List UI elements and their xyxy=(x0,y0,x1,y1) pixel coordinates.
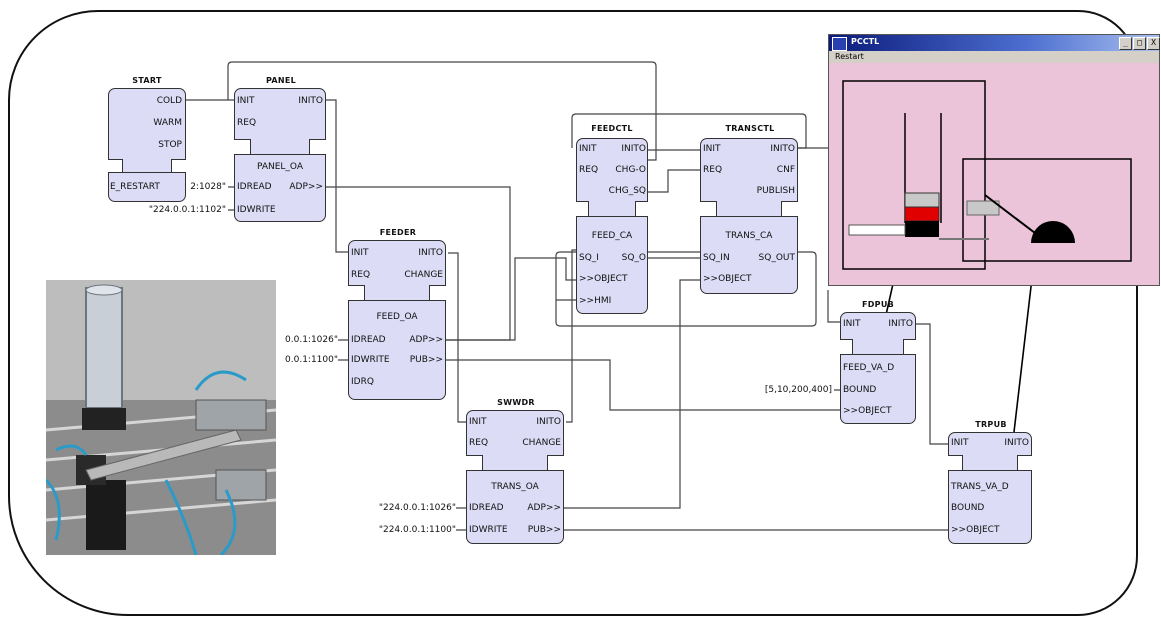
port-publish: PUBLISH xyxy=(730,186,795,197)
block-panel-title: PANEL xyxy=(236,76,326,85)
param-panel-iwrite: "224.0.0.1:1102" xyxy=(110,205,226,216)
close-button[interactable]: X xyxy=(1147,37,1160,50)
port-pub: PUB>> xyxy=(400,355,443,366)
port-object: >>OBJECT xyxy=(579,274,627,285)
gray-workpiece xyxy=(905,193,939,207)
port-adp: ADP>> xyxy=(400,335,443,346)
port-idwrite: IDWRITE xyxy=(351,355,390,366)
transfer-rotary xyxy=(1031,221,1075,243)
port-req: REQ xyxy=(351,270,370,281)
block-feeder-title: FEEDER xyxy=(350,228,446,237)
port-object: >>OBJECT xyxy=(843,406,891,417)
port-idrq: IDRQ xyxy=(351,377,374,388)
port-init: INIT xyxy=(951,438,969,449)
param-panel-iread: 2:1028" xyxy=(170,182,226,193)
window-menubar: Restart xyxy=(829,51,1159,63)
port-req: REQ xyxy=(469,438,488,449)
port-sqin: SQ_IN xyxy=(703,253,730,264)
port-change: CHANGE xyxy=(506,438,561,449)
maximize-button[interactable]: □ xyxy=(1133,37,1146,50)
port-sqi: SQ_I xyxy=(579,253,599,264)
window-titlebar[interactable]: PCCTL _ □ X xyxy=(829,35,1159,51)
block-fdpub-title: FDPUB xyxy=(842,300,914,309)
wire-feeder-adp xyxy=(445,258,578,340)
port-inito: INITO xyxy=(872,319,913,330)
port-bound: BOUND xyxy=(843,385,876,396)
hmi-window[interactable]: PCCTL _ □ X Restart xyxy=(828,34,1160,286)
port-stop: STOP xyxy=(110,140,182,151)
param-feeder-iwrite: 0.0.1:1100" xyxy=(274,355,338,366)
port-idwrite: IDWRITE xyxy=(237,205,276,216)
port-inito: INITO xyxy=(752,144,795,155)
port-init: INIT xyxy=(237,96,255,107)
port-init: INIT xyxy=(579,144,597,155)
block-transctl-title: TRANSCTL xyxy=(702,124,798,133)
param-swwdr-iwrite: "224.0.0.1:1100" xyxy=(340,525,456,536)
param-swwdr-iread: "224.0.0.1:1026" xyxy=(340,503,456,514)
block-trpub-title: TRPUB xyxy=(950,420,1032,429)
port-req: REQ xyxy=(579,165,598,176)
port-sqo: SQ_O xyxy=(610,253,646,264)
port-req: REQ xyxy=(703,165,722,176)
port-cnf: CNF xyxy=(752,165,795,176)
block-transctl-type: TRANS_CA xyxy=(700,231,798,242)
port-init: INIT xyxy=(469,417,487,428)
port-inito: INITO xyxy=(988,438,1029,449)
wire-feeder-swwdr xyxy=(448,253,466,422)
port-inito: INITO xyxy=(400,248,443,259)
port-object: >>OBJECT xyxy=(703,274,751,285)
port-hmi: >>HMI xyxy=(579,296,611,307)
wire-feedctl-chgsq xyxy=(646,170,702,192)
menu-restart[interactable]: Restart xyxy=(835,52,864,61)
port-chgsq: CHG_SQ xyxy=(590,186,646,197)
wire-swwdr-adp xyxy=(562,280,702,508)
block-swwdr-title: SWWDR xyxy=(468,398,564,407)
block-swwdr-type: TRANS_OA xyxy=(466,482,564,493)
block-feeder-type: FEED_OA xyxy=(348,312,446,323)
block-fdpub-type: FEED_VA_D xyxy=(843,363,894,374)
port-req: REQ xyxy=(237,118,256,129)
port-sqout: SQ_OUT xyxy=(745,253,795,264)
block-feedctl-type: FEED_CA xyxy=(576,231,648,242)
port-adp: ADP>> xyxy=(518,503,561,514)
param-fdpub-bound: [5,10,200,400] xyxy=(738,385,832,396)
port-inito: INITO xyxy=(518,417,561,428)
block-start-type: E_RESTART xyxy=(110,182,160,193)
window-title: PCCTL xyxy=(851,37,879,46)
port-change: CHANGE xyxy=(390,270,443,281)
port-adp: ADP>> xyxy=(280,182,323,193)
wire-panel-feeder xyxy=(326,100,350,252)
port-init: INIT xyxy=(843,319,861,330)
minimize-button[interactable]: _ xyxy=(1119,37,1132,50)
port-warm: WARM xyxy=(110,118,182,129)
port-inito: INITO xyxy=(608,144,646,155)
hardware-photo xyxy=(46,280,276,555)
port-bound: BOUND xyxy=(951,503,984,514)
block-panel-type: PANEL_OA xyxy=(234,162,326,173)
wire-fdpub-trpub xyxy=(915,324,950,444)
hmi-canvas xyxy=(829,63,1159,285)
port-idread: IDREAD xyxy=(351,335,386,346)
black-workpiece xyxy=(905,221,939,237)
port-idread: IDREAD xyxy=(237,182,272,193)
block-feedctl-title: FEEDCTL xyxy=(578,124,646,133)
port-chgo: CHG-O xyxy=(606,165,646,176)
port-idread: IDREAD xyxy=(469,503,504,514)
port-init: INIT xyxy=(351,248,369,259)
app-icon xyxy=(832,37,847,51)
red-workpiece xyxy=(905,207,939,221)
block-trpub-type: TRANS_VA_D xyxy=(951,482,1009,493)
port-pub: PUB>> xyxy=(518,525,561,536)
port-object: >>OBJECT xyxy=(951,525,999,536)
feeder-pusher xyxy=(849,225,905,235)
hardware-photo-art xyxy=(46,280,276,555)
port-idwrite: IDWRITE xyxy=(469,525,508,536)
param-feeder-iread: 0.0.1:1026" xyxy=(274,335,338,346)
block-start-title: START xyxy=(110,76,184,85)
port-init: INIT xyxy=(703,144,721,155)
port-cold: COLD xyxy=(110,96,182,107)
port-inito: INITO xyxy=(280,96,323,107)
